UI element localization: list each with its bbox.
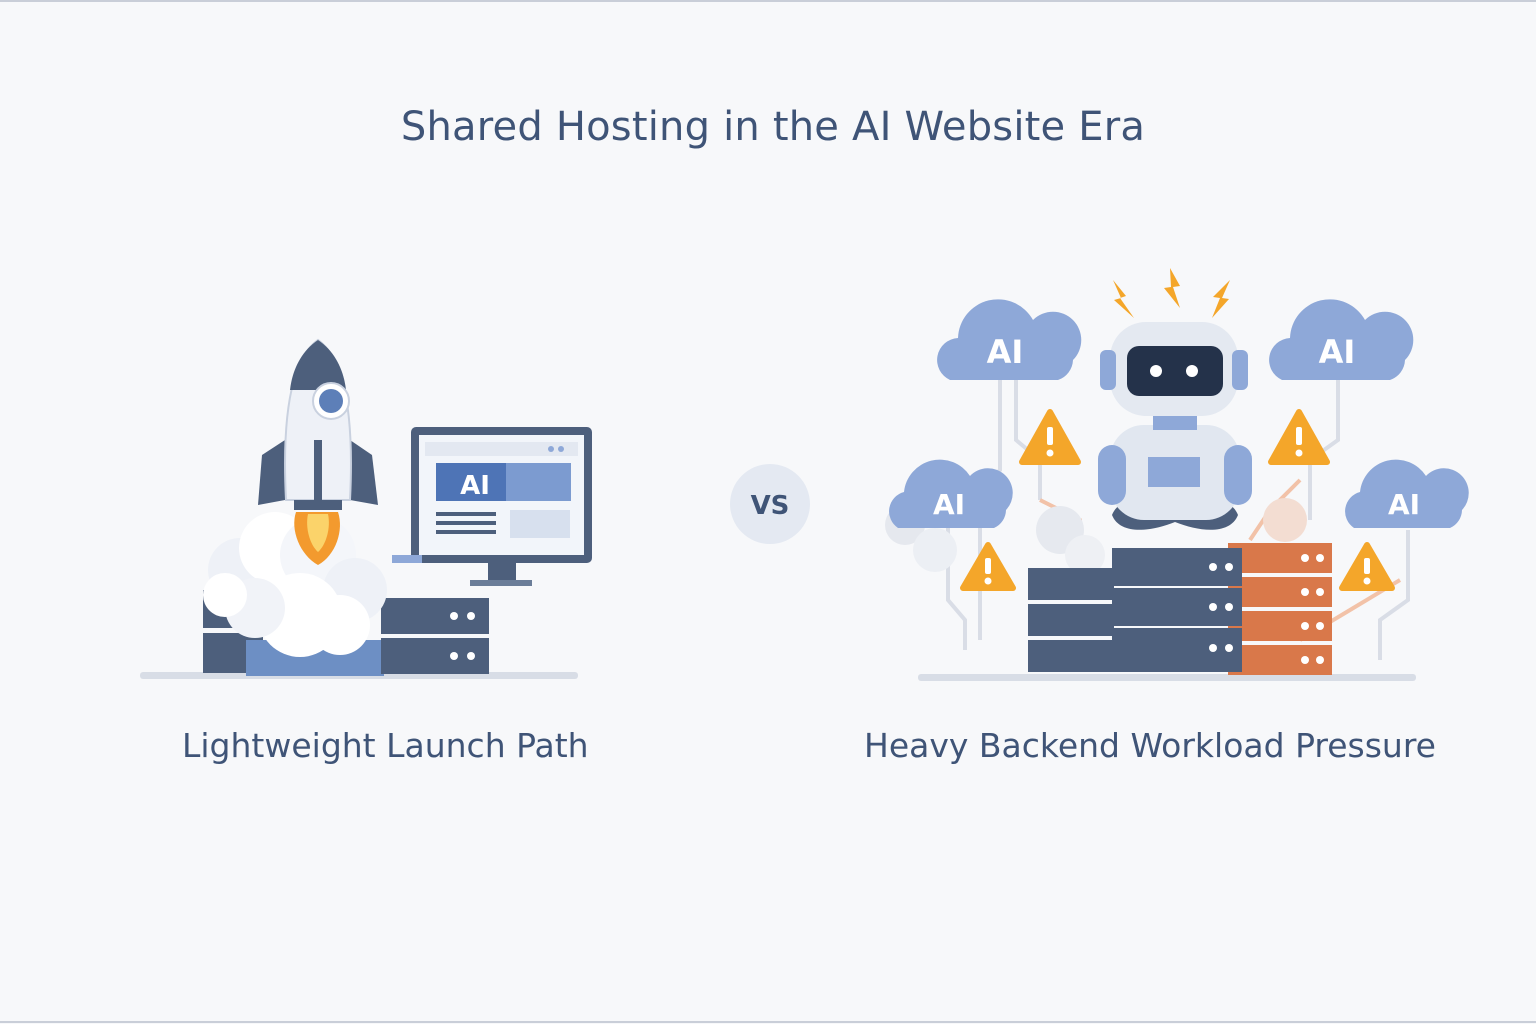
ai-cloud-top-right: AI (1269, 299, 1414, 380)
right-caption: Heavy Backend Workload Pressure (864, 726, 1436, 765)
vs-label: VS (751, 491, 790, 521)
page-title: Shared Hosting in the AI Website Era (400, 104, 1146, 150)
ground-line-right (918, 674, 1416, 681)
cloud-ai-label: AI (933, 488, 965, 521)
warning-icon (1268, 409, 1330, 465)
lightning-icons (1113, 268, 1230, 318)
server-stack-right (1028, 543, 1332, 675)
rocket-icon (258, 338, 378, 565)
screen-ai-label: AI (460, 471, 490, 501)
cloud-ai-label: AI (1388, 488, 1420, 521)
ai-cloud-mid-right: AI (1345, 459, 1469, 528)
cloud-ai-label: AI (987, 333, 1024, 371)
ai-cloud-mid-left: AI (889, 459, 1013, 528)
top-border (0, 0, 1536, 2)
ai-cloud-top-left: AI (937, 299, 1082, 380)
left-scene: AI (140, 338, 592, 679)
left-caption: Lightweight Launch Path (182, 726, 589, 765)
monitor-icon: AI (392, 427, 592, 586)
warning-icon (1019, 409, 1081, 465)
right-scene: AI AI AI AI (885, 268, 1469, 681)
robot-icon (1098, 322, 1252, 530)
warning-icon (960, 542, 1016, 591)
vs-badge: VS (730, 464, 810, 544)
cloud-ai-label: AI (1319, 333, 1356, 371)
warning-icon (1339, 542, 1395, 591)
bottom-border (0, 1021, 1536, 1023)
